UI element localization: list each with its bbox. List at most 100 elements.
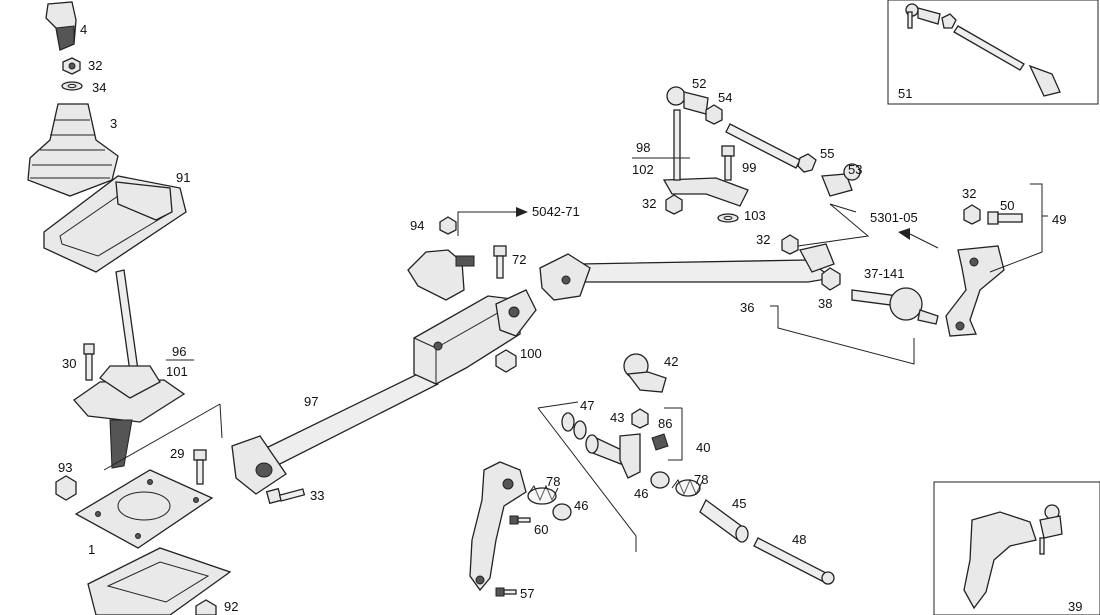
part-lever-arm — [945, 245, 1005, 337]
label-42: 42 — [664, 354, 678, 369]
label-45: 45 — [732, 496, 746, 511]
callout-labels: 4 32 34 3 91 30 96 101 93 29 1 92 97 33 … — [58, 22, 1082, 614]
part-32-nut — [62, 57, 81, 75]
part-36-rod — [539, 243, 835, 301]
part-86-clip — [651, 433, 669, 451]
part-1-plate — [74, 469, 214, 549]
part-29-bolt — [193, 449, 207, 485]
part-52-ball-joint — [666, 86, 709, 115]
label-46-b: 46 — [634, 486, 648, 501]
part-lever-rod — [115, 269, 139, 373]
label-37-141: 37-141 — [864, 266, 904, 281]
label-30: 30 — [62, 356, 76, 371]
inset-box-39 — [933, 481, 1100, 615]
part-99-bolt — [721, 145, 735, 181]
label-96: 96 — [172, 344, 186, 359]
label-3: 3 — [110, 116, 117, 131]
part-46b-bushing — [650, 471, 670, 489]
label-97: 97 — [304, 394, 318, 409]
part-97-shift-rod — [231, 367, 439, 495]
part-3-boot — [27, 103, 119, 197]
label-47: 47 — [580, 398, 594, 413]
part-40-tee — [585, 433, 641, 479]
label-32-c: 32 — [756, 232, 770, 247]
part-78b-spring — [671, 478, 703, 497]
part-47-washer — [561, 412, 587, 440]
part-33-bolt — [265, 487, 306, 505]
part-34-washer — [61, 81, 83, 91]
label-57: 57 — [520, 586, 534, 601]
part-gasket — [87, 547, 232, 615]
part-48-rod — [753, 537, 835, 585]
label-52: 52 — [692, 76, 706, 91]
label-48: 48 — [792, 532, 806, 547]
label-32-a: 32 — [88, 58, 102, 73]
label-29: 29 — [170, 446, 184, 461]
label-101: 101 — [166, 364, 188, 379]
part-57-bolt — [495, 587, 517, 597]
label-100: 100 — [520, 346, 542, 361]
inset-box-51 — [887, 0, 1099, 105]
part-lever-housing — [73, 365, 186, 469]
label-94: 94 — [410, 218, 424, 233]
part-72-bolt — [493, 245, 507, 279]
label-99: 99 — [742, 160, 756, 175]
label-32-b: 32 — [642, 196, 656, 211]
part-32c-nut — [781, 234, 799, 255]
label-60: 60 — [534, 522, 548, 537]
part-78a-spring — [527, 484, 559, 505]
label-51: 51 — [898, 86, 912, 101]
label-38: 38 — [818, 296, 832, 311]
label-72: 72 — [512, 252, 526, 267]
label-43: 43 — [610, 410, 624, 425]
label-53: 53 — [848, 162, 862, 177]
label-5042-71: 5042-71 — [532, 204, 580, 219]
label-32-d: 32 — [962, 186, 976, 201]
part-100-nut — [495, 349, 517, 373]
part-91-frame — [43, 175, 187, 273]
leader-lines — [103, 157, 1048, 552]
part-43-nut — [631, 408, 649, 429]
part-46a-bushing — [552, 503, 572, 521]
label-86: 86 — [658, 416, 672, 431]
label-5301-05: 5301-05 — [870, 210, 918, 225]
label-78-b: 78 — [694, 472, 708, 487]
label-34: 34 — [92, 80, 106, 95]
part-4-knob — [45, 1, 77, 51]
part-30-bolt — [83, 343, 95, 381]
part-37-141-ball-joint — [851, 287, 939, 325]
part-60-bolt — [509, 515, 531, 525]
label-92: 92 — [224, 599, 238, 614]
label-50: 50 — [1000, 198, 1014, 213]
label-78-a: 78 — [546, 474, 560, 489]
label-1: 1 — [88, 542, 95, 557]
part-98-plate — [662, 109, 749, 207]
part-50-bolt — [987, 211, 1023, 225]
label-98: 98 — [636, 140, 650, 155]
part-45-sleeve — [699, 499, 749, 543]
part-53-ball-joint — [821, 163, 861, 197]
label-36: 36 — [740, 300, 754, 315]
label-40: 40 — [696, 440, 710, 455]
label-49: 49 — [1052, 212, 1066, 227]
label-103: 103 — [744, 208, 766, 223]
label-39: 39 — [1068, 599, 1082, 614]
label-54: 54 — [718, 90, 732, 105]
label-33: 33 — [310, 488, 324, 503]
part-92-nut — [195, 599, 217, 615]
part-94-nut — [439, 216, 457, 235]
label-55: 55 — [820, 146, 834, 161]
part-universal-joint — [495, 289, 537, 337]
label-91: 91 — [176, 170, 190, 185]
part-32b-nut — [665, 194, 683, 215]
part-bell-crank — [469, 461, 527, 592]
part-42-ball-joint — [623, 353, 667, 393]
label-102: 102 — [632, 162, 654, 177]
part-93-nut — [55, 475, 77, 501]
part-38-nut — [821, 267, 841, 291]
part-54-nut — [705, 104, 723, 125]
part-bracket — [407, 249, 475, 301]
part-103-washer — [717, 213, 739, 223]
label-93: 93 — [58, 460, 72, 475]
